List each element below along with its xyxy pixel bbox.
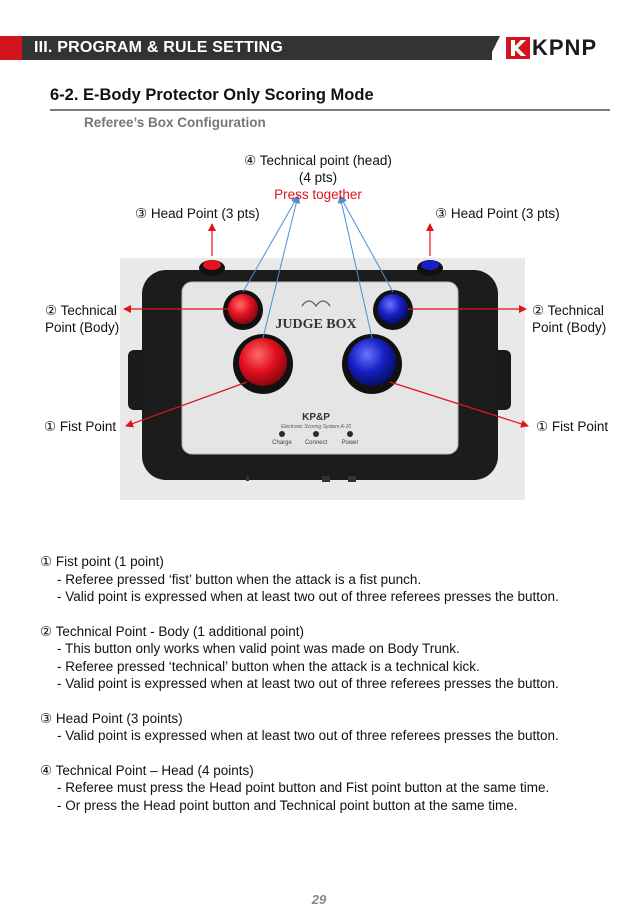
brand-name: KPNP (532, 35, 598, 60)
arrow-fist-left (125, 381, 248, 428)
technical-button-blue (378, 294, 408, 324)
list-item-title: ① Fist point (1 point) (40, 554, 164, 569)
list-item-line: - Or press the Head point button and Tec… (57, 797, 518, 813)
arrow-tech-blue-to-head (339, 195, 394, 293)
callout-fist-right: ① Fist Point (536, 419, 609, 434)
arrow-fist-red-to-head (262, 195, 301, 339)
charge-led (279, 431, 285, 437)
list-item-line: - Valid point is expressed when at least… (57, 728, 559, 743)
list-item-line: - Valid point is expressed when at least… (57, 676, 559, 691)
list-item-fist: ① Fist point (1 point) - Referee pressed… (40, 553, 620, 606)
list-item-title: ② Technical Point - Body (1 additional p… (40, 623, 305, 639)
list-item-title: ④ Technical Point – Head (4 points) (40, 762, 254, 778)
callout-head-left: ③ Head Point (3 pts) (135, 206, 260, 221)
list-item-line: - Referee must press the Head point butt… (57, 780, 550, 795)
list-item-technical-body: ② Technical Point - Body (1 additional p… (40, 623, 620, 693)
fist-button-blue (348, 338, 396, 386)
section-subtitle: Referee’s Box Configuration (84, 115, 266, 130)
list-item-line: - Referee pressed ‘fist’ button when the… (57, 571, 422, 587)
callout-tech-body-right-line1: ② Technical (532, 303, 604, 318)
callout-head-right: ③ Head Point (3 pts) (435, 206, 560, 221)
callout-technical-head: ④ Technical point (head) (4 pts) Press t… (238, 152, 398, 203)
list-item-technical-head: ④ Technical Point – Head (4 points) - Re… (40, 762, 620, 815)
fist-button-red (239, 338, 287, 386)
callout-tech-body-left-line1: ② Technical (45, 303, 117, 318)
callout-technical-head-line1: ④ Technical point (head) (244, 153, 392, 168)
power-led (347, 431, 353, 437)
list-item-head: ③ Head Point (3 points) - Valid point is… (40, 710, 620, 745)
callout-tech-body-left-line2: Point (Body) (45, 320, 120, 335)
callout-press-together: Press together (274, 187, 362, 202)
arrow-tech-red-to-head (242, 195, 299, 293)
callout-tech-body-left: ② Technical Point (Body) (45, 302, 119, 336)
brand-logo: KPNP (506, 37, 597, 59)
connect-led (313, 431, 319, 437)
power-label: Power (341, 440, 358, 446)
technical-button-red (228, 294, 258, 324)
device-model: Electronic Scoring System A-10 (281, 424, 351, 430)
chapter-title: III. PROGRAM & RULE SETTING (34, 39, 283, 56)
page-number: 29 (311, 892, 327, 907)
list-item-line: - Valid point is expressed when at least… (57, 589, 559, 604)
judge-box-label: JUDGE BOX (275, 317, 356, 332)
arrow-fist-right (389, 381, 529, 428)
section-title: 6-2. E-Body Protector Only Scoring Mode (50, 86, 374, 104)
list-item-title: ③ Head Point (3 points) (40, 710, 183, 726)
list-item-line: - This button only works when valid poin… (57, 641, 460, 656)
head-button-blue (421, 260, 439, 270)
charge-label: Charge (272, 440, 292, 446)
callout-technical-head-line2: (4 pts) (298, 170, 338, 185)
header-bar-slant (488, 36, 500, 60)
section-divider (50, 109, 610, 111)
head-button-red (203, 260, 221, 270)
arrow-fist-blue-to-head (337, 195, 373, 339)
callout-fist-left: ① Fist Point (44, 419, 117, 434)
scoring-explanation-list: ① Fist point (1 point) - Referee pressed… (40, 553, 620, 831)
kpnp-logo-icon (506, 37, 530, 59)
header-accent-bar (0, 36, 22, 60)
list-item-line: - Referee pressed ‘technical’ button whe… (57, 658, 480, 674)
callout-tech-body-right: ② Technical Point (Body) (532, 302, 606, 336)
device-brand: KP&P (302, 412, 330, 423)
callout-tech-body-right-line2: Point (Body) (532, 320, 607, 335)
header-bar (22, 36, 492, 60)
connect-label: Connect (305, 440, 328, 446)
